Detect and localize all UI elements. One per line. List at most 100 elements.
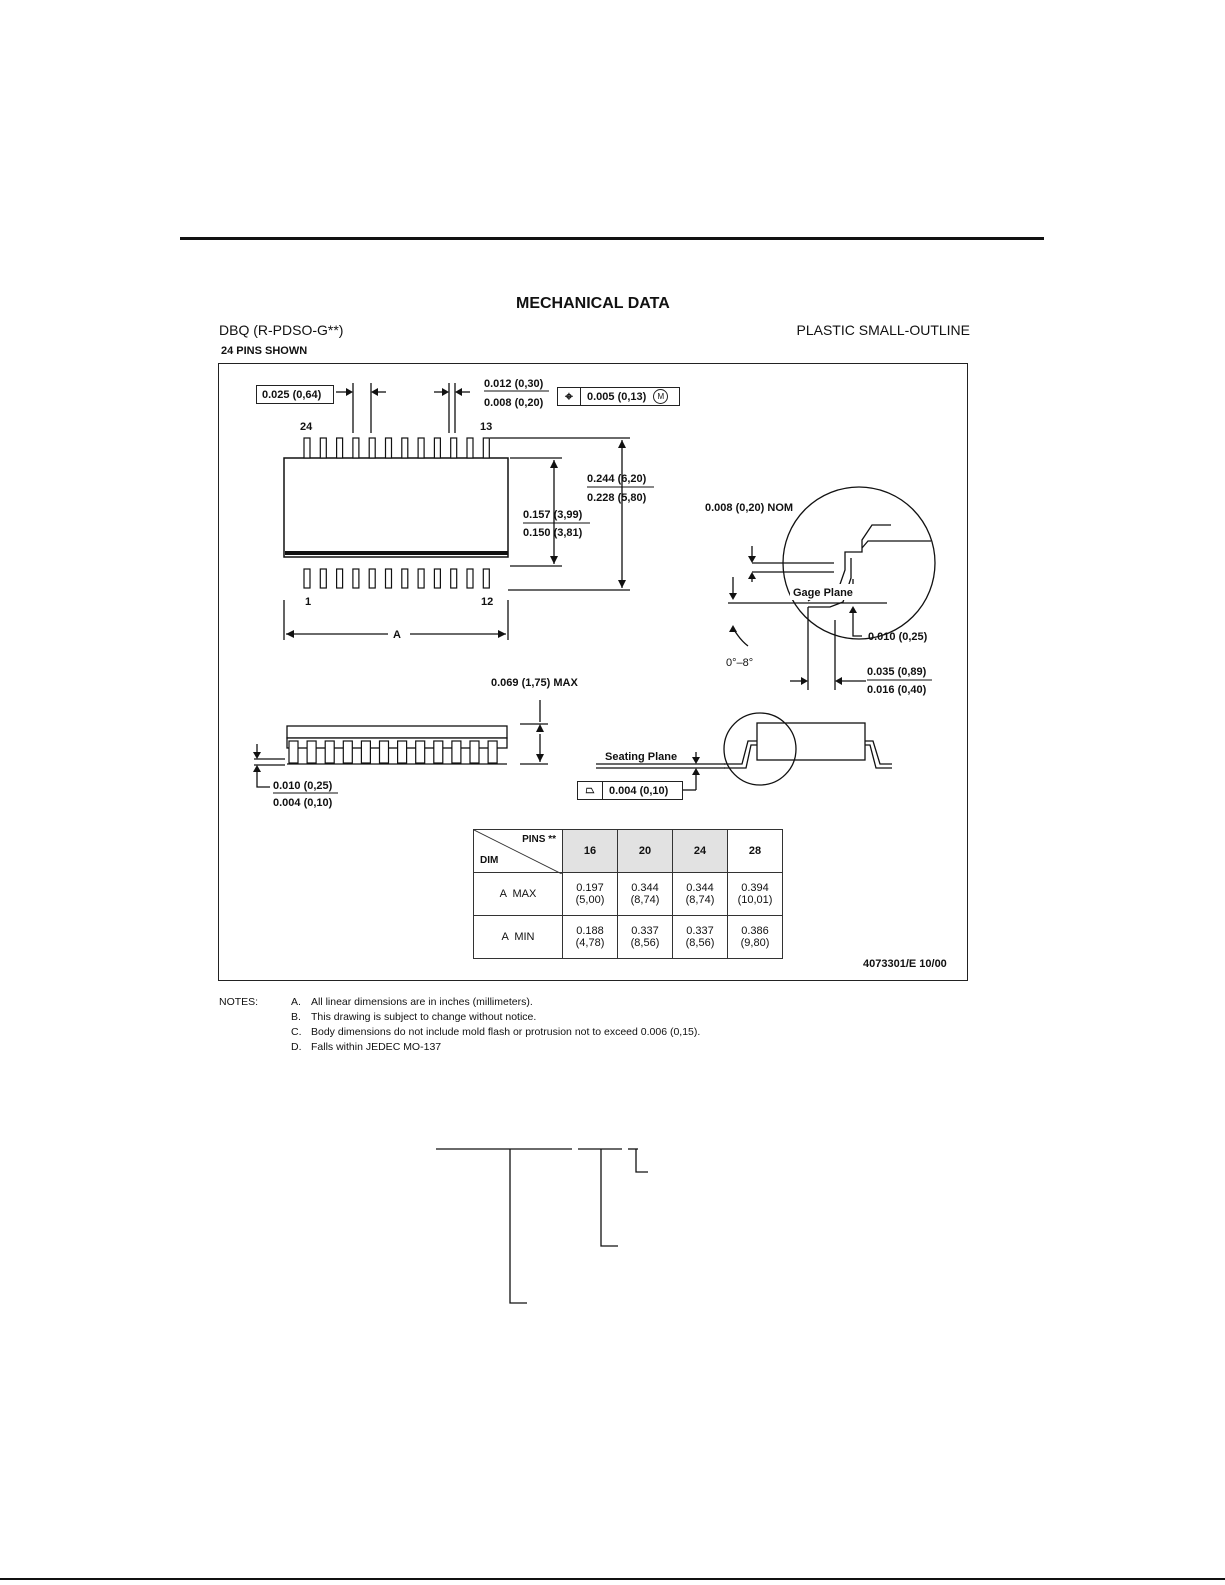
lead-side [288, 740, 299, 764]
lead-side [397, 740, 408, 764]
col-header: 20 [617, 829, 673, 873]
lead-thickness-label: 0.008 (0,20) NOM [705, 502, 793, 514]
foot-max-label: 0.035 (0,89) [867, 666, 927, 678]
mmc-symbol: M [653, 389, 669, 404]
pitch-dim-box: 0.025 (0,64) [256, 385, 334, 404]
coplanarity-frame: ⏢ 0.004 (0,10) [577, 781, 683, 800]
lead-bottom [303, 568, 311, 589]
height-max-label: 0.069 (1,75) MAX [491, 677, 578, 689]
table-row: A MAX 0.197(5,00) 0.344(8,74) 0.344(8,74… [473, 872, 783, 916]
lead-side [433, 740, 444, 764]
side-view-labels: 0.069 (1,75) MAX 0.010 (0,25) 0.004 (0,1… [273, 677, 578, 809]
table-cell: 0.344(8,74) [617, 872, 673, 916]
top-view-labels: 24 13 1 12 0.244 (6,20) 0.228 (5,80) 0.1… [300, 378, 654, 641]
lead-bottom [401, 568, 409, 589]
pins-shown-label: 24 PINS SHOWN [221, 345, 308, 357]
side-leads [288, 740, 498, 764]
table-cell: 0.337(8,56) [672, 915, 728, 959]
lead-bottom [319, 568, 327, 589]
coplanarity-value: 0.004 (0,10) [609, 784, 669, 797]
note-item: B.This drawing is subject to change with… [291, 1011, 537, 1023]
side-view [253, 700, 548, 788]
angle-label: 0°–8° [726, 657, 753, 669]
gage-plane-label: Gage Plane [793, 587, 853, 599]
lead-bottom [368, 568, 376, 589]
gage-dim-label: 0.010 (0,25) [868, 631, 928, 643]
note-item: D.Falls within JEDEC MO-137 [291, 1041, 442, 1053]
lead-side [487, 740, 498, 764]
pin-1-label: 1 [305, 596, 311, 608]
table-cell: 0.344(8,74) [672, 872, 728, 916]
lead-top [450, 437, 458, 459]
top-leads [303, 437, 490, 459]
row-label: A MAX [473, 872, 563, 916]
page-title: MECHANICAL DATA [516, 295, 670, 312]
top-rule [180, 237, 1044, 240]
seating-plane-label: Seating Plane [605, 751, 677, 763]
table-corner-cell: PINS ** DIM [473, 829, 563, 874]
detail-circle-small [723, 712, 797, 786]
corner-pins-label: PINS ** [522, 834, 556, 845]
lead-side [324, 740, 335, 764]
foot-min-label: 0.016 (0,40) [867, 684, 927, 696]
bottom-rule [0, 1578, 1225, 1580]
detail-lead-inner [808, 558, 852, 608]
lead-top [417, 437, 425, 459]
lead-side [469, 740, 480, 764]
drawing-frame [218, 363, 968, 981]
lead-bottom [466, 568, 474, 589]
top-view [283, 383, 630, 640]
flatness-icon: ⏢ [578, 782, 603, 799]
notes-heading: NOTES: [219, 996, 259, 1008]
lead-top [368, 437, 376, 459]
end-lead-right [865, 740, 892, 765]
package-code: DBQ (R-PDSO-G**) [219, 322, 344, 338]
position-tolerance-frame: ⌖ 0.005 (0,13) M [557, 387, 680, 406]
position-tol-value: 0.005 (0,13) [587, 390, 647, 403]
overall-width-min: 0.228 (5,80) [587, 492, 647, 504]
note-item: C.Body dimensions do not include mold fl… [291, 1026, 701, 1038]
lead-side [378, 740, 390, 764]
lead-side [415, 740, 426, 764]
lead-side [451, 740, 462, 764]
body-width-min: 0.150 (3,81) [523, 527, 583, 539]
lead-top [433, 437, 441, 459]
lead-width-min: 0.008 (0,20) [484, 397, 544, 409]
end-lead-left [724, 740, 757, 765]
lead-bottom [352, 568, 360, 589]
lead-width-max: 0.012 (0,30) [484, 378, 544, 390]
bottom-lines [436, 1148, 648, 1304]
end-view [596, 712, 892, 791]
drawing-number: 4073301/E 10/00 [863, 958, 947, 970]
dimension-table: PINS ** DIM 16 20 24 28 A MAX 0.197(5,00… [473, 829, 783, 959]
overall-width-max: 0.244 (6,20) [587, 473, 647, 485]
lead-side [360, 740, 371, 764]
lead-top [336, 437, 344, 459]
lead-top [352, 437, 360, 459]
row-label: A MIN [473, 915, 563, 959]
standoff-min-label: 0.004 (0,10) [273, 797, 333, 809]
side-body-top [286, 725, 508, 739]
body-width-max: 0.157 (3,99) [523, 509, 583, 521]
lead-bottom [450, 568, 458, 589]
lead-bottom [336, 568, 344, 589]
end-body [756, 722, 866, 761]
end-view-labels: Seating Plane [605, 751, 677, 763]
table-row: A MIN 0.188(4,78) 0.337(8,56) 0.337(8,56… [473, 915, 783, 959]
lead-top [466, 437, 474, 459]
pin-24-label: 24 [300, 421, 313, 433]
notes-section: NOTES:A.All linear dimensions are in inc… [219, 995, 700, 1055]
standoff-max-label: 0.010 (0,25) [273, 780, 333, 792]
note-item: NOTES:A.All linear dimensions are in inc… [219, 996, 533, 1008]
pin-13-label: 13 [480, 421, 492, 433]
table-cell: 0.394(10,01) [727, 872, 783, 916]
lead-side [306, 740, 317, 764]
col-header: 16 [562, 829, 618, 873]
dim-a-label: A [393, 629, 401, 641]
lead-top [319, 437, 327, 459]
lead-bottom [417, 568, 425, 589]
lead-side [342, 740, 353, 764]
lead-top [303, 437, 311, 459]
col-header: 24 [672, 829, 728, 873]
